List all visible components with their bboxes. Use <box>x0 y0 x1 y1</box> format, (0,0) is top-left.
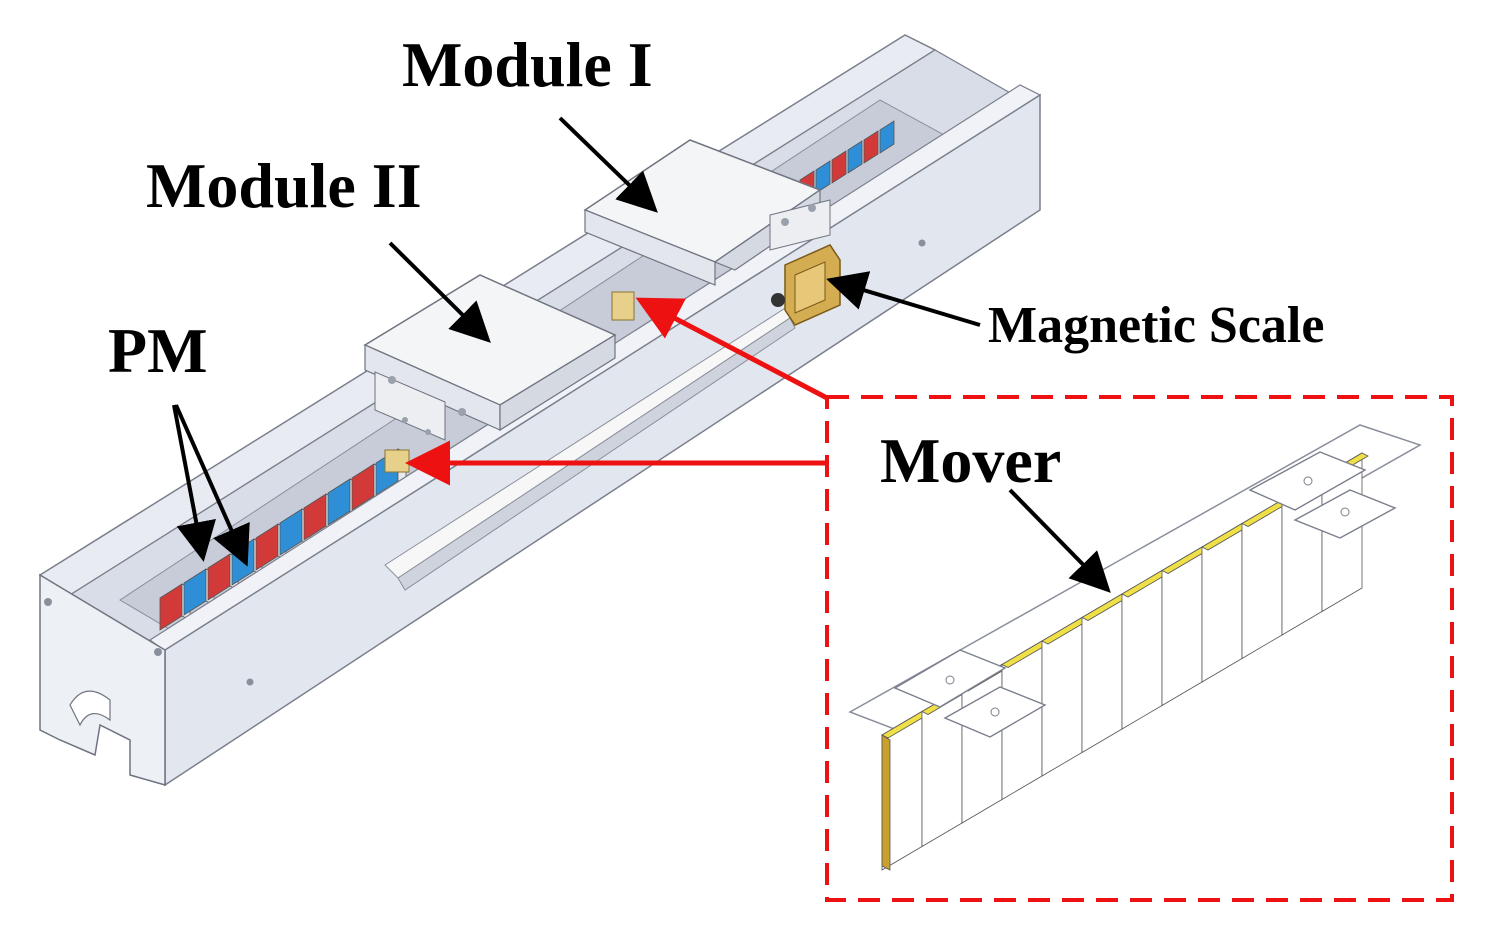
module-1-label: Module I <box>402 29 653 100</box>
carriage-2-side <box>499 333 616 432</box>
pm-leader-2 <box>174 404 250 567</box>
module-2-label: Module II <box>146 150 422 221</box>
scale-bracket-bolt-2 <box>808 204 816 212</box>
pm-leader-1 <box>172 404 216 562</box>
mover-tab-1 <box>893 649 1007 708</box>
wall-screw <box>246 678 254 686</box>
bracket-bolt-4 <box>425 429 431 435</box>
tab-hole-3 <box>1303 476 1313 486</box>
mover-leader <box>1008 488 1111 593</box>
magnetic-scale-leader <box>826 271 981 327</box>
pm-label: PM <box>108 315 208 386</box>
module-1-carriage <box>583 139 831 321</box>
mover-coil-2 <box>384 449 410 473</box>
tab-hole <box>945 675 955 685</box>
scale-strip-lip <box>397 317 796 591</box>
scale-bracket-bolt <box>781 218 789 226</box>
profile-hole <box>44 598 52 606</box>
mover-end-gold <box>881 734 891 871</box>
mover-tab-4 <box>1293 489 1397 539</box>
tab-hole-4 <box>1340 507 1350 517</box>
carriage-1-front <box>584 209 716 286</box>
magnetic-scale-label: Magnetic Scale <box>988 297 1324 354</box>
bracket-bolt <box>388 376 396 384</box>
mover-coil-1 <box>611 291 635 321</box>
magnet-block <box>879 120 895 154</box>
leader-lines <box>172 116 1111 593</box>
red-callout-1 <box>635 297 829 401</box>
bracket-bolt-2 <box>458 408 466 416</box>
mover-tab-3 <box>1248 451 1367 511</box>
scale-cable-plug <box>771 293 785 307</box>
module-2-leader <box>388 241 491 343</box>
motor-stage <box>38 34 1042 787</box>
scale-head-face <box>794 261 826 314</box>
mover-tab-2 <box>943 686 1047 738</box>
magnet-block <box>847 140 863 174</box>
carriage-2-bracket <box>374 371 446 441</box>
magnet-block <box>815 160 831 194</box>
magnet-block <box>863 130 879 164</box>
mover-plates <box>881 452 1369 871</box>
end-profile <box>39 573 166 786</box>
mover-label: Mover <box>880 425 1061 496</box>
magnet-block <box>831 150 847 184</box>
bracket-bolt-3 <box>402 417 408 423</box>
mover-inset-box <box>825 395 1454 902</box>
profile-hole-2 <box>154 648 162 656</box>
module-1-leader <box>558 116 658 213</box>
profile-groove <box>69 690 111 727</box>
tab-hole-2 <box>990 707 1000 717</box>
mover-drawing <box>848 424 1422 871</box>
wall-screw-3 <box>918 239 926 247</box>
